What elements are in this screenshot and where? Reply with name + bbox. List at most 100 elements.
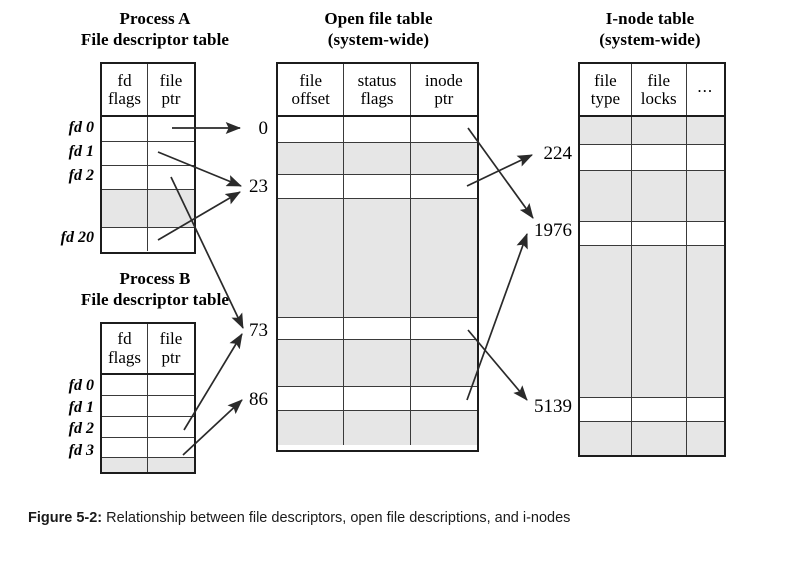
open-file-header-file-offset: file offset — [278, 64, 345, 115]
cell-file-ptr — [148, 417, 194, 437]
cell-inode-ptr — [411, 199, 477, 317]
cell-file-locks — [632, 398, 687, 421]
process-a-row-fd-20 — [102, 228, 194, 251]
cell-fd-flags — [102, 458, 148, 472]
cell-file-ptr — [148, 190, 194, 227]
cell-inode-ptr — [411, 318, 477, 339]
cell-file-offset — [278, 340, 345, 386]
open-file-label-73: 73 — [249, 320, 268, 341]
cell-file-offset — [278, 175, 345, 198]
cell-status-flags — [344, 143, 411, 174]
open-file-row-elided-2 — [278, 199, 477, 318]
cell-fd-flags — [102, 396, 148, 416]
process-b-header-fd-flags: fd flags — [102, 324, 148, 373]
inode-title-line1: I-node table — [605, 9, 695, 28]
cell-inode-ptr — [411, 143, 477, 174]
cell-other — [687, 171, 724, 221]
cell-file-locks — [632, 117, 687, 144]
cell-fd-flags — [102, 416, 148, 437]
process-a-label-fd-1: fd 1 — [68, 143, 94, 160]
open-file-label-23: 23 — [249, 176, 268, 197]
process-b-title: Process B File descriptor table — [55, 268, 255, 310]
figure-caption-text: Relationship between file descriptors, o… — [102, 510, 571, 526]
cell-fd-flags — [102, 374, 148, 396]
cell-fd-flags — [102, 437, 148, 458]
cell-file-ptr — [148, 438, 194, 457]
cell-file-type — [580, 145, 632, 170]
cell-other — [687, 222, 724, 245]
cell-file-type — [580, 422, 632, 455]
cell-file-ptr — [148, 166, 194, 189]
process-b-label-fd-1: fd 1 — [68, 399, 94, 416]
inode-row-elided-1 — [580, 117, 724, 145]
cell-file-type — [580, 117, 632, 144]
process-b-row-fd-0 — [102, 374, 194, 397]
cell-status-flags — [344, 387, 411, 410]
cell-status-flags — [344, 340, 411, 386]
cell-status-flags — [344, 199, 411, 317]
open-file-row-73 — [278, 318, 477, 340]
open-file-header-row: file offset status flags inode ptr — [278, 64, 477, 117]
process-a-label-fd-2: fd 2 — [68, 167, 94, 184]
inode-row-elided-4 — [580, 422, 724, 455]
open-file-header-inode-ptr: inode ptr — [424, 70, 463, 108]
open-file-row-elided-4 — [278, 411, 477, 445]
cell-file-ptr — [148, 117, 194, 141]
cell-file-offset — [278, 387, 345, 410]
process-a-title-line2: File descriptor table — [80, 30, 230, 49]
cell-status-flags — [344, 117, 411, 142]
cell-file-ptr — [148, 142, 194, 165]
process-a-label-fd-20: fd 20 — [60, 229, 94, 246]
process-b-row-elided — [102, 458, 194, 472]
cell-fd-flags — [102, 142, 148, 165]
process-a-table: fd flags file ptr — [100, 62, 196, 254]
cell-status-flags — [344, 318, 411, 339]
open-file-title-line2: (system-wide) — [327, 30, 430, 49]
process-a-header-file-ptr: file ptr — [159, 70, 183, 108]
cell-file-type — [580, 246, 632, 397]
process-b-label-fd-3: fd 3 — [68, 442, 94, 459]
cell-file-offset — [278, 117, 345, 142]
process-b-label-fd-2: fd 2 — [68, 420, 94, 437]
cell-file-ptr — [148, 396, 194, 415]
inode-row-1976 — [580, 222, 724, 246]
cell-file-ptr — [148, 458, 194, 472]
open-file-table-title: Open file table (system-wide) — [276, 8, 481, 50]
cell-inode-ptr — [411, 175, 477, 198]
process-b-title-line1: Process B — [119, 269, 191, 288]
cell-inode-ptr — [411, 340, 477, 386]
open-file-header-status-flags: status flags — [344, 64, 411, 115]
cell-file-type — [580, 398, 632, 421]
process-b-table: fd flags file ptr — [100, 322, 196, 474]
cell-file-ptr — [148, 228, 194, 251]
cell-fd-flags — [102, 166, 148, 189]
open-file-row-elided-3 — [278, 340, 477, 387]
inode-label-224: 224 — [543, 143, 573, 164]
process-a-row-fd-0 — [102, 117, 194, 142]
process-b-header-row: fd flags file ptr — [102, 324, 194, 375]
process-b-row-fd-1 — [102, 396, 194, 417]
open-file-label-86: 86 — [249, 389, 268, 410]
inode-header-file-type: file type — [580, 64, 632, 115]
cell-other — [687, 117, 724, 144]
cell-file-locks — [632, 422, 687, 455]
inode-table-title: I-node table (system-wide) — [570, 8, 730, 50]
process-b-row-fd-2 — [102, 416, 194, 438]
open-file-table: file offset status flags inode ptr — [276, 62, 479, 452]
cell-file-offset — [278, 411, 345, 445]
inode-header-ellipsis: ... — [697, 76, 714, 96]
process-a-row-fd-2 — [102, 166, 194, 190]
open-file-row-0 — [278, 117, 477, 143]
cell-other — [687, 422, 724, 455]
open-file-row-elided-1 — [278, 143, 477, 175]
inode-table: file type file locks ... — [578, 62, 726, 457]
inode-label-1976: 1976 — [534, 220, 572, 241]
inode-row-5139 — [580, 398, 724, 422]
cell-other — [687, 398, 724, 421]
process-a-row-elided — [102, 190, 194, 228]
cell-status-flags — [344, 411, 411, 445]
inode-row-elided-3 — [580, 246, 724, 398]
inode-header-file-locks: file locks — [632, 64, 687, 115]
inode-row-224 — [580, 145, 724, 171]
